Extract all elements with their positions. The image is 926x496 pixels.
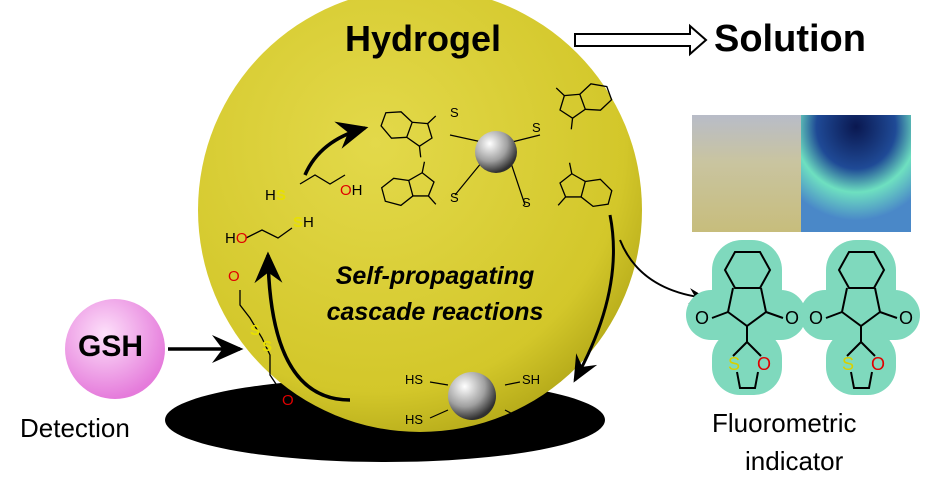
gsh-sphere	[65, 299, 165, 399]
center-text-line1: Self-propagating	[335, 262, 535, 290]
atom-o: O	[282, 392, 294, 409]
indicator-molecules	[686, 240, 920, 395]
atom-s: S	[522, 195, 531, 210]
hollow-arrow-icon	[574, 23, 708, 57]
center-text-line2: cascade reactions	[326, 298, 544, 326]
atom-s: S	[262, 338, 273, 355]
atom-o: O	[757, 354, 772, 374]
atom-s: S	[728, 354, 741, 374]
atom-hs: HS	[405, 372, 424, 387]
atom-s: S	[250, 322, 261, 339]
cycle-arrow-right	[573, 214, 615, 383]
atom-h: H	[265, 187, 276, 204]
atom-o: O	[235, 230, 248, 247]
thiol-nanoparticle	[429, 372, 521, 420]
atom-o: O	[340, 182, 352, 199]
vial-photo-daylight[interactable]	[692, 115, 801, 232]
atom-o: O	[899, 308, 914, 328]
functionalized-nanoparticle	[374, 70, 618, 219]
atom-hs: HS	[405, 412, 424, 427]
indicator-label-line2: indicator	[745, 446, 844, 476]
hydrogel-label: Hydrogel	[345, 18, 502, 59]
atom-s: S	[275, 187, 286, 204]
atom-o: O	[871, 354, 886, 374]
atom-sh: SH	[522, 372, 541, 387]
atom-o: O	[695, 308, 710, 328]
hydrogel-sphere	[198, 0, 642, 432]
atom-h: H	[225, 230, 236, 247]
atom-s: S	[450, 105, 459, 120]
atom-s: S	[450, 190, 459, 205]
cycle-arrow-left	[254, 251, 351, 402]
atom-sh: SH	[293, 214, 314, 231]
atom-sh: SH	[522, 412, 541, 427]
atom-o: O	[809, 308, 824, 328]
atom-s: S	[842, 354, 855, 374]
atom-h: H	[351, 182, 363, 199]
gsh-label: GSH	[78, 330, 144, 363]
indicator-label-line1: Fluorometric	[712, 408, 857, 438]
atom-oh: OH	[340, 182, 363, 199]
atom-s: S	[293, 214, 304, 231]
vial-photo-uv[interactable]	[801, 115, 911, 232]
cycle-arrow-top	[303, 121, 369, 176]
atom-o: O	[785, 308, 800, 328]
solution-label: Solution	[714, 18, 866, 60]
atom-h: H	[303, 214, 314, 231]
atom-o: O	[228, 268, 240, 285]
atom-s: S	[532, 120, 541, 135]
atom-hs: HS	[265, 187, 286, 204]
thiol-chains	[239, 174, 346, 391]
detection-label: Detection	[20, 413, 130, 443]
atom-ho: HO	[225, 230, 248, 247]
arrow-to-indicator	[619, 239, 707, 304]
